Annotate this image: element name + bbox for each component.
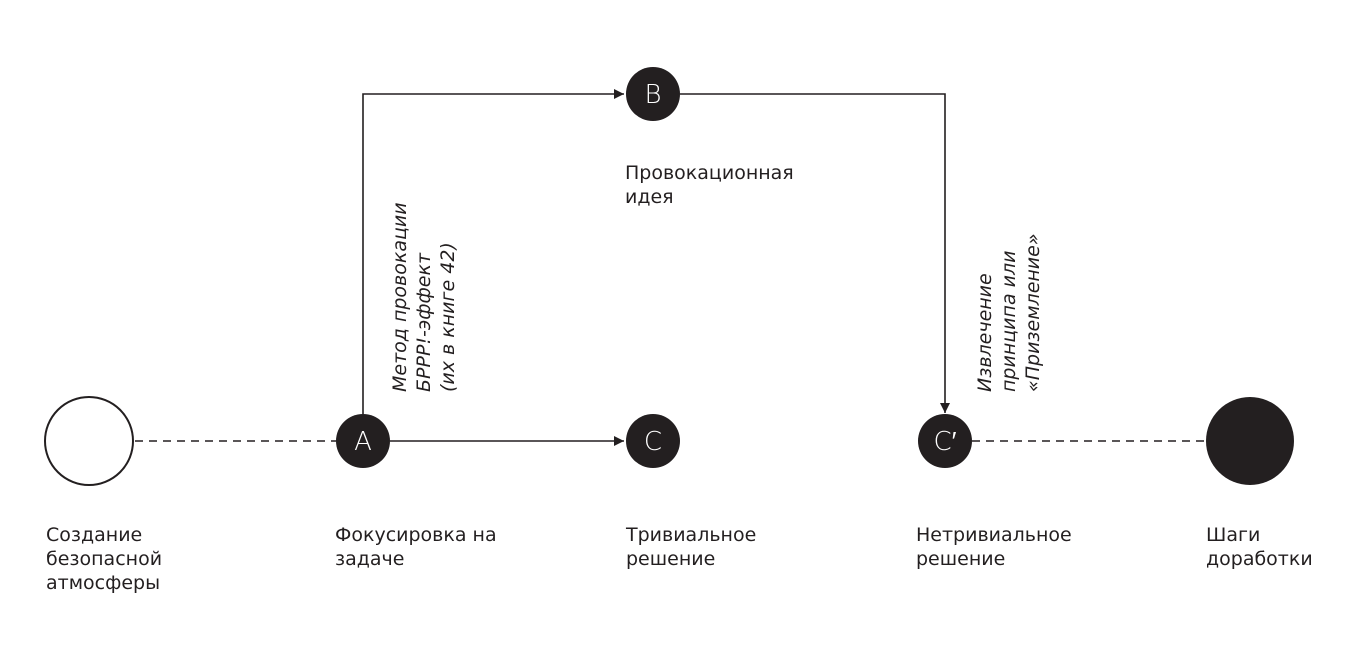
- node-b: B: [626, 67, 680, 121]
- node-c-prime-letter: C′: [933, 427, 956, 457]
- node-a: A: [336, 414, 390, 468]
- finish-node: [1206, 397, 1294, 485]
- arrow-a-to-b: [362, 89, 624, 414]
- arrow-b-to-c-prime: [680, 93, 950, 413]
- node-b-letter: B: [644, 80, 661, 110]
- node-c-prime: C′: [918, 414, 972, 468]
- edge-label-a-to-b: Метод провокации БРРР!-эффект (их в книг…: [389, 202, 459, 392]
- edge-label-b-to-c-prime: Извлечение принципа или «Приземление»: [974, 233, 1044, 392]
- node-a-label: Фокусировка на задаче: [335, 524, 497, 570]
- node-b-label: Провокационная идея: [625, 162, 794, 208]
- node-c-prime-label: Нетривиальное решение: [916, 524, 1072, 570]
- node-c-letter: C: [644, 427, 662, 457]
- start-node-label: Создание безопасной атмосферы: [46, 524, 163, 594]
- finish-node-label: Шаги доработки: [1206, 524, 1313, 570]
- node-a-letter: A: [354, 427, 372, 457]
- start-node: [44, 396, 134, 486]
- node-c-label: Тривиальное решение: [626, 524, 757, 570]
- node-c: C: [626, 414, 680, 468]
